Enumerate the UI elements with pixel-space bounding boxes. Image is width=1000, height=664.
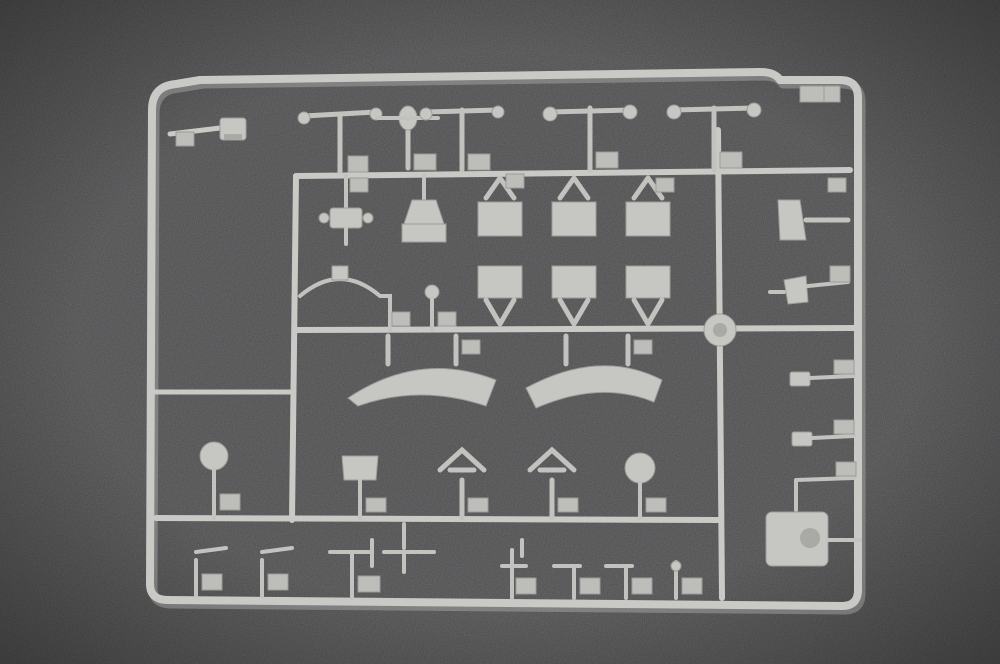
hub-part bbox=[703, 313, 737, 347]
top-t-parts bbox=[297, 102, 762, 175]
right-column-parts bbox=[765, 199, 862, 567]
fender-parts bbox=[347, 333, 663, 409]
corner-tabs bbox=[175, 85, 847, 193]
hook-part bbox=[298, 265, 457, 332]
bottom-row-parts bbox=[194, 522, 703, 600]
bracket-row-lower bbox=[477, 265, 671, 327]
lower-row-parts bbox=[199, 441, 667, 521]
small-box-part bbox=[219, 117, 247, 141]
bracket-row-upper bbox=[318, 173, 675, 246]
